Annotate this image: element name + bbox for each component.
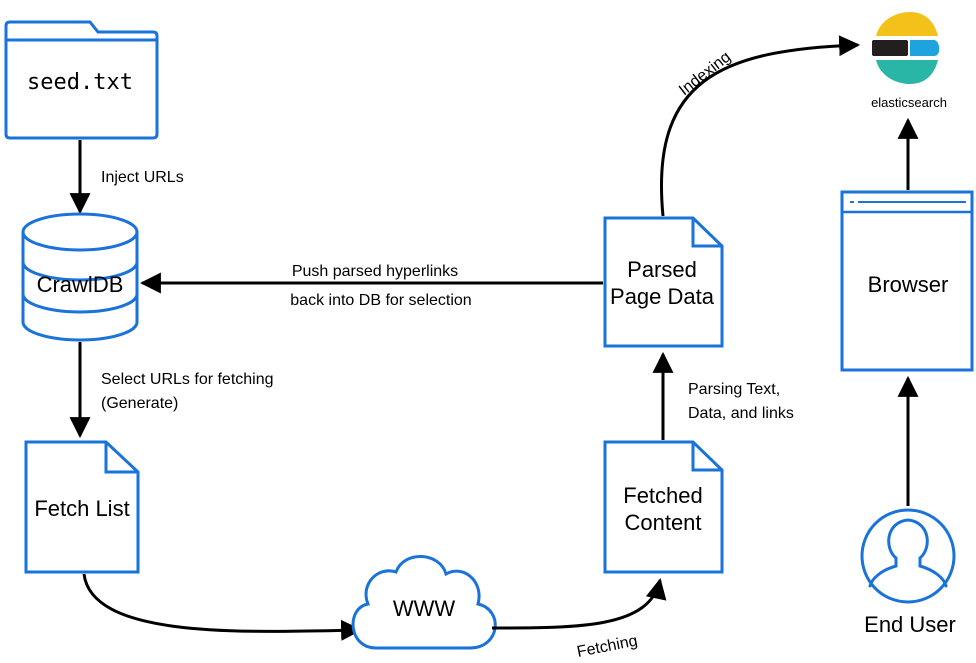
cloud-icon <box>351 555 497 650</box>
push-label-line2: back into DB for selection <box>290 292 471 309</box>
to-www-arrow <box>82 573 363 641</box>
inject-label: Inject URLs <box>101 169 184 186</box>
indexing-arrow <box>660 35 861 217</box>
select-label-line2: (Generate) <box>101 395 178 412</box>
push-label-line1: Push parsed hyperlinks <box>292 263 458 280</box>
folder-icon <box>4 20 159 140</box>
browser-window-icon <box>840 190 974 372</box>
document-icon <box>603 440 724 574</box>
user-icon <box>860 508 956 604</box>
fetch-list-label: Fetch List <box>34 496 129 521</box>
parsing-label-line1: Parsing Text, <box>688 381 780 398</box>
logo-yellow-segment <box>876 12 938 36</box>
fetching-arrow <box>491 577 667 630</box>
indexing-label: Indexing <box>676 49 734 100</box>
end-user-label: End User <box>864 612 956 637</box>
logo-teal-segment <box>876 60 938 84</box>
document-icon <box>24 440 140 574</box>
fetch-list-node: Fetch List <box>24 440 140 574</box>
parsed-data-node: Parsed Page Data <box>603 216 724 348</box>
elasticsearch-logo-icon <box>872 12 940 84</box>
document-icon <box>603 216 724 348</box>
seed-file-node: seed.txt <box>4 20 159 140</box>
browser-node: Browser <box>840 190 974 372</box>
seed-file-label: seed.txt <box>27 70 133 95</box>
fetching-label: Fetching <box>576 633 639 661</box>
logo-blue-segment <box>910 40 940 56</box>
crawldb-node: CrawlDB <box>21 212 139 342</box>
elasticsearch-label: elasticsearch <box>871 95 947 110</box>
www-label: WWW <box>393 596 456 621</box>
www-node: WWW <box>351 555 497 650</box>
select-label-line1: Select URLs for fetching <box>101 371 274 388</box>
fetched-content-label-line1: Fetched <box>623 483 703 508</box>
parsed-data-label-line2: Page Data <box>610 284 715 309</box>
fetched-content-label-line2: Content <box>624 510 701 535</box>
logo-black-segment <box>872 40 908 56</box>
database-icon <box>21 212 139 342</box>
browser-label: Browser <box>868 272 949 297</box>
parsing-label-line2: Data, and links <box>688 405 794 422</box>
elasticsearch-node: elasticsearch <box>871 12 947 110</box>
end-user-node: End User <box>860 508 956 637</box>
fetched-content-node: Fetched Content <box>603 440 724 574</box>
parsed-data-label-line1: Parsed <box>627 257 697 282</box>
crawldb-label: CrawlDB <box>37 272 124 297</box>
